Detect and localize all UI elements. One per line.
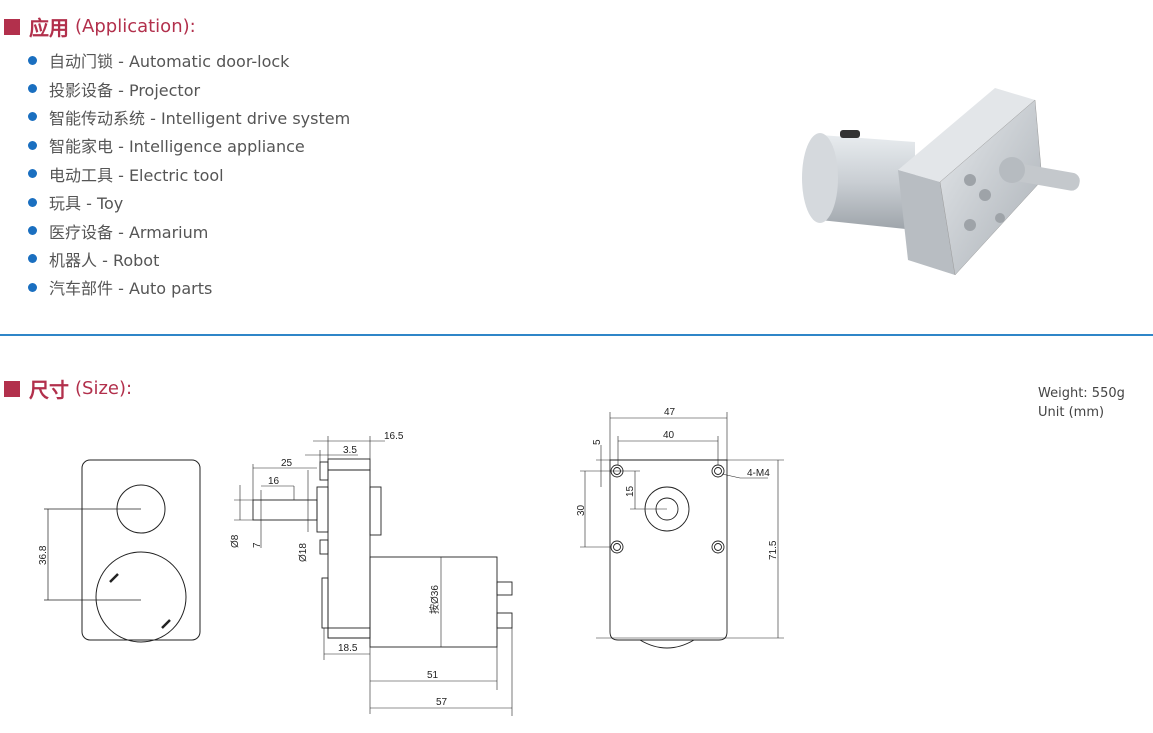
dim-d18: Ø18 — [298, 543, 309, 562]
bullet-icon — [28, 254, 37, 264]
size-heading: 尺寸 (Size): — [4, 374, 132, 403]
dim-3-5: 3.5 — [343, 445, 357, 456]
section-divider — [0, 334, 1153, 336]
dim-16: 16 — [268, 476, 280, 487]
dim-4-m4: 4-M4 — [747, 468, 770, 479]
dim-25: 25 — [281, 458, 293, 469]
bullet-icon — [28, 84, 37, 94]
application-list: 自动门锁 - Automatic door-lock 投影设备 - Projec… — [28, 46, 350, 302]
application-heading: 应用 (Application): — [4, 12, 196, 41]
list-item: 智能传动系统 - Intelligent drive system — [28, 103, 350, 131]
heading-square-icon — [4, 380, 20, 397]
spec-meta: Weight: 550g Unit (mm) — [1038, 384, 1125, 422]
bullet-icon — [28, 169, 37, 179]
list-item: 机器人 - Robot — [28, 245, 350, 273]
list-item: 玩具 - Toy — [28, 188, 350, 216]
dim-d8: Ø8 — [230, 534, 241, 548]
dim-18-5: 18.5 — [338, 643, 358, 654]
dim-7: 7 — [252, 542, 263, 548]
dim-47: 47 — [664, 407, 676, 418]
dim-15: 15 — [625, 485, 636, 497]
bullet-icon — [28, 55, 37, 65]
list-item: 自动门锁 - Automatic door-lock — [28, 46, 350, 74]
bullet-icon — [28, 112, 37, 122]
bullet-icon — [28, 140, 37, 150]
face-view-drawing: 47 40 5 15 30 71.5 4-M4 — [576, 407, 784, 649]
dim-40: 40 — [663, 430, 675, 441]
dim-16-5: 16.5 — [384, 431, 404, 442]
list-item: 医疗设备 - Armarium — [28, 216, 350, 244]
list-item: 智能家电 - Intelligence appliance — [28, 131, 350, 159]
bullet-icon — [28, 197, 37, 207]
bullet-icon — [28, 282, 37, 292]
list-item: 投影设备 - Projector — [28, 74, 350, 102]
dim-71-5: 71.5 — [768, 540, 779, 560]
list-item: 汽车部件 - Auto parts — [28, 273, 350, 301]
dim-30: 30 — [576, 504, 587, 516]
unit-label: Unit (mm) — [1038, 405, 1105, 420]
dim-57: 57 — [436, 697, 448, 708]
motor-photo — [802, 88, 1080, 276]
dim-5: 5 — [592, 439, 603, 445]
front-view-drawing: 36.8 — [38, 459, 201, 643]
weight-label: Weight: 550g — [1038, 386, 1125, 401]
heading-square-icon — [4, 18, 20, 35]
dim-d36: 按Ø36 — [428, 585, 441, 614]
side-view-drawing: 16.5 3.5 25 16 Ø8 7 Ø18 按Ø36 18.5 51 57 — [230, 431, 513, 716]
dim-51: 51 — [427, 670, 439, 681]
dim-36-8: 36.8 — [38, 545, 49, 565]
bullet-icon — [28, 226, 37, 236]
list-item: 电动工具 - Electric tool — [28, 160, 350, 188]
